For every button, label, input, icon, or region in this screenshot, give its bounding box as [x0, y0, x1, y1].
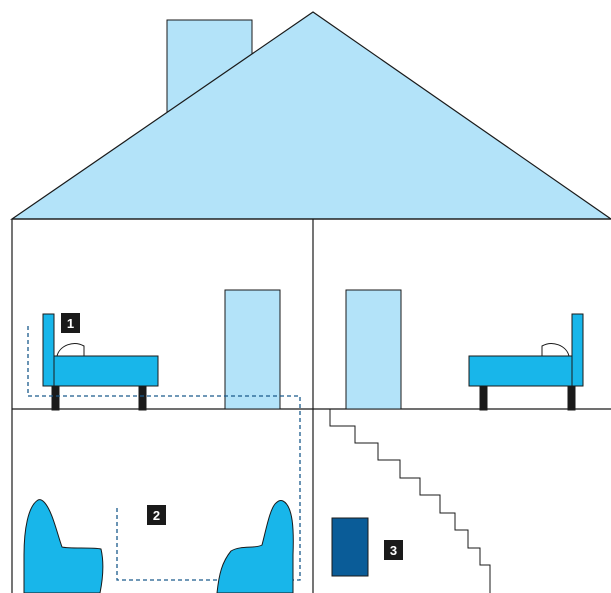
house-walls [11, 218, 611, 593]
door-icon [345, 289, 402, 410]
dashed-path [27, 326, 301, 581]
staircase-icon [329, 409, 491, 593]
callout-1-label: 1 [67, 316, 74, 331]
callout-3: 3 [384, 540, 403, 560]
armchair-icon [216, 499, 294, 593]
bed-icon [468, 313, 584, 411]
callout-3-label: 3 [390, 543, 397, 558]
door-icon [224, 289, 281, 410]
callout-2-label: 2 [153, 508, 160, 523]
armchair-icon [23, 499, 104, 593]
callout-1: 1 [61, 313, 80, 333]
roof [10, 11, 611, 220]
device-icon [331, 517, 369, 577]
bed-icon [42, 313, 159, 411]
callout-2: 2 [147, 505, 166, 525]
